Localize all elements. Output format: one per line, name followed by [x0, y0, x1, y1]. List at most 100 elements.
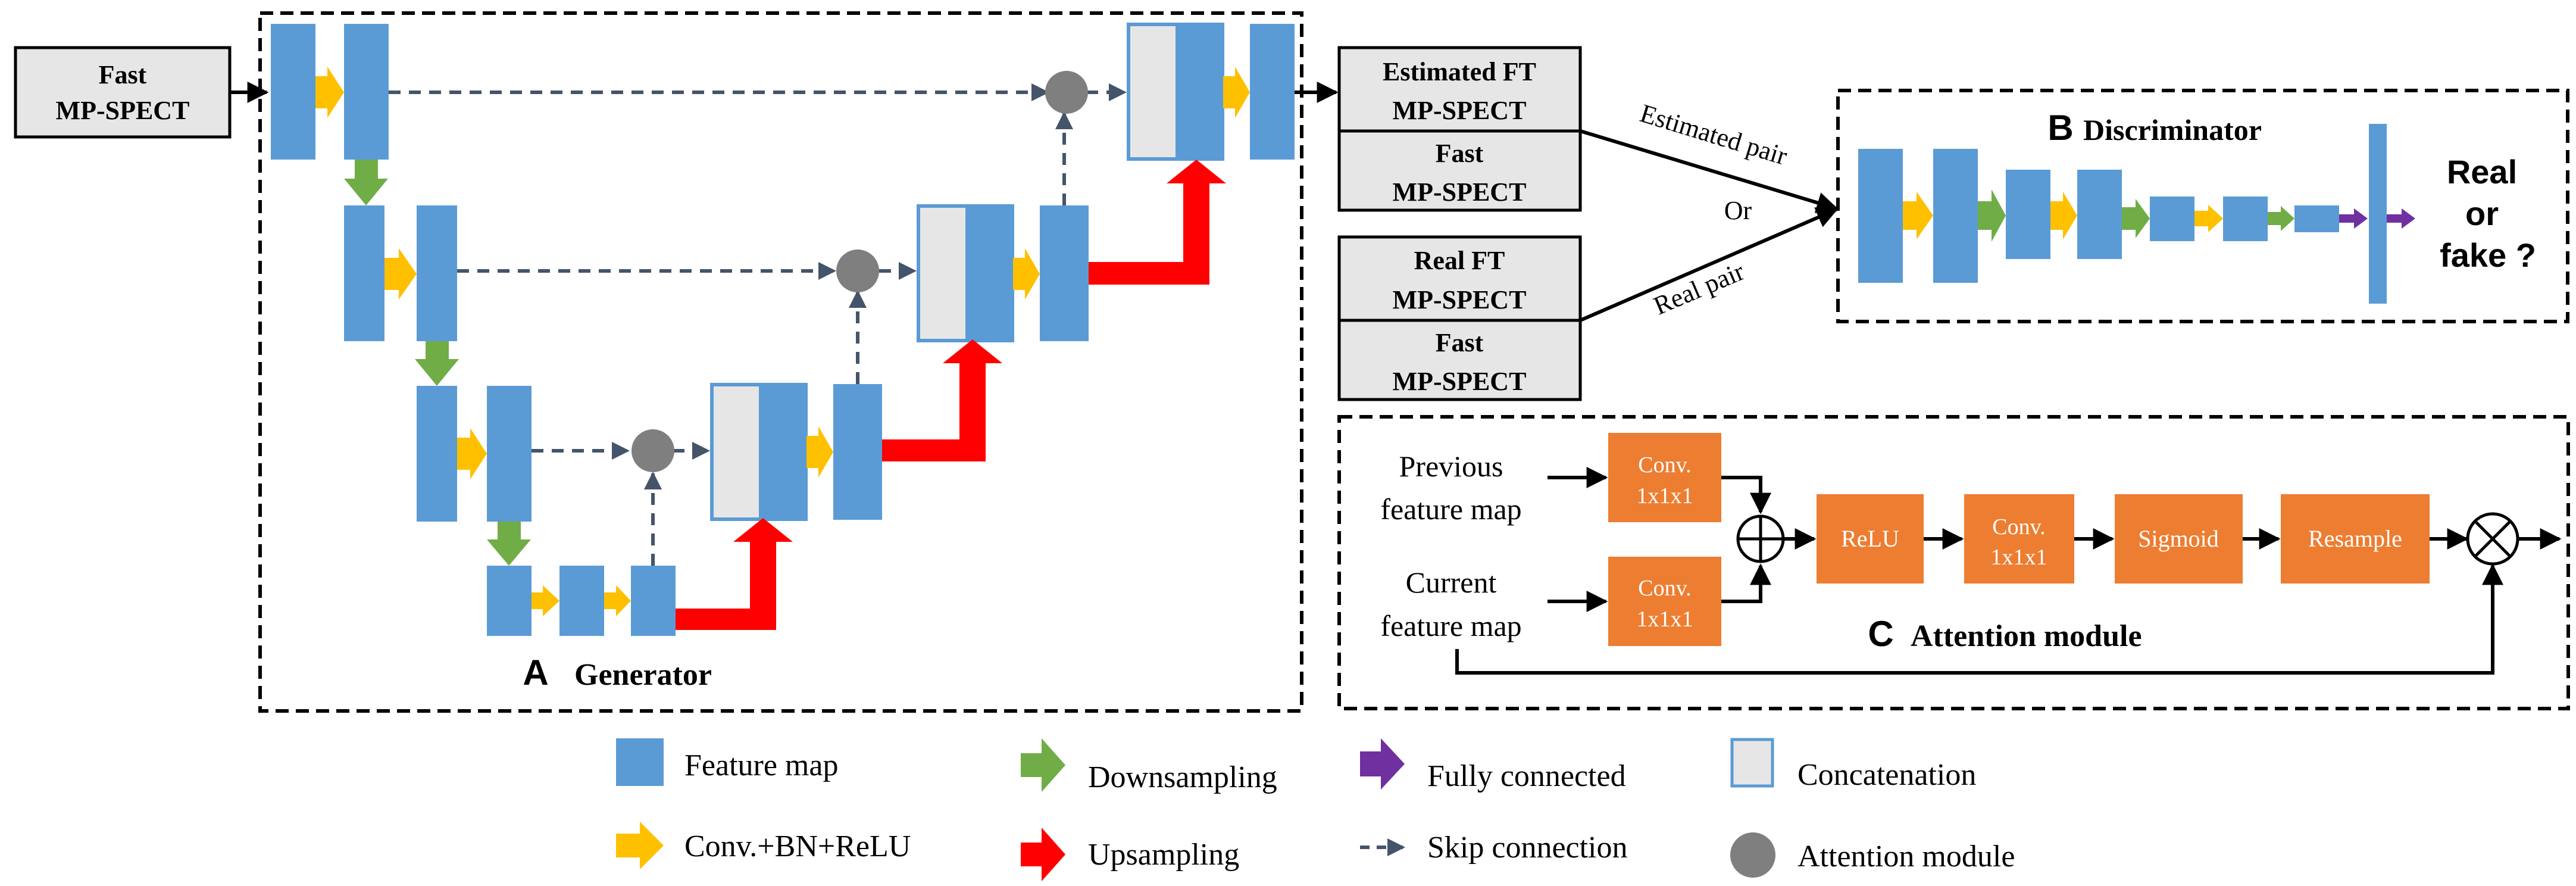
input-box — [14, 46, 232, 139]
gen-concat-u2-gray — [920, 208, 965, 339]
attention-conv-mid-line1: Conv. — [1992, 514, 2045, 539]
gen-fm-u2b — [1040, 205, 1089, 341]
attention-gate-2 — [836, 249, 879, 292]
gen-conv-arrow-7 — [1013, 248, 1040, 300]
gen-fm-u1b — [1250, 24, 1295, 160]
gen-up-arrow-1 — [676, 518, 793, 630]
discriminator-output-line1: Real — [2447, 153, 2517, 191]
attention-gate-1 — [1045, 71, 1088, 114]
disc-down-arrow-2 — [2122, 199, 2150, 238]
generator-attention-to-concat — [673, 83, 1127, 460]
legend-downsampling-swatch — [1021, 738, 1065, 792]
discriminator-feature-maps — [1858, 124, 2387, 304]
gen-fm-l4b — [559, 566, 604, 636]
disc-fc-arrow-2 — [2387, 208, 2415, 229]
gen-fm-l3a — [417, 386, 457, 522]
discriminator-output-line3: fake ? — [2440, 236, 2536, 274]
gen-fm-l1b — [344, 24, 389, 160]
attention-connectors — [1455, 467, 2562, 675]
multiply-node — [2466, 512, 2519, 566]
disc-down-arrow-3 — [2268, 206, 2294, 231]
legend-downsampling-label: Downsampling — [1088, 760, 1277, 794]
gen-up-arrow-2 — [882, 339, 1002, 461]
estimated-bottom-line2: MP-SPECT — [1393, 177, 1527, 207]
attention-relu-label: ReLU — [1841, 525, 1899, 552]
estimated-pair-group: Estimated FT MP-SPECT Fast MP-SPECT — [1337, 46, 1582, 212]
estimated-top-line2: MP-SPECT — [1393, 96, 1527, 125]
gen-conv-arrow-4 — [532, 585, 559, 616]
discriminator-fc-arrows — [2339, 208, 2415, 229]
gen-conv-arrow-2 — [384, 248, 417, 300]
gen-fm-l2b — [417, 205, 457, 341]
attention-gate-3 — [632, 429, 674, 472]
attention-block-labels: Conv. 1x1x1 Conv. 1x1x1 ReLU Conv. 1x1x1… — [1637, 453, 2402, 632]
estimated-pair-label: Estimated pair — [1637, 98, 1791, 171]
attention-conv-top — [1608, 433, 1721, 522]
generator-attention-gates — [632, 71, 1088, 472]
generator-skip-connections — [389, 83, 1073, 566]
attention-letter: C — [1868, 614, 1893, 654]
legend-attention-swatch — [1730, 832, 1775, 878]
conv-top-to-sum — [1721, 476, 1771, 514]
disc-down-arrow-1 — [1978, 189, 2006, 242]
previous-feature-map-line1: Previous — [1399, 450, 1503, 483]
gen-concat-u1-gray — [1130, 26, 1176, 157]
legend-fully-connected-label: Fully connected — [1427, 759, 1626, 793]
disc-fm-4 — [2077, 170, 2122, 259]
input-label-line1: Fast — [99, 60, 147, 89]
legend-skip-label: Skip connection — [1427, 831, 1628, 865]
generator-letter: A — [523, 653, 548, 692]
gen-up-arrow-3 — [1089, 160, 1226, 285]
disc-fm-2 — [1933, 149, 1978, 283]
generator-panel — [258, 11, 1303, 713]
gen-fm-l1a — [271, 24, 315, 160]
gen-fm-l4a — [487, 566, 532, 636]
estimated-bottom-line1: Fast — [1436, 139, 1484, 168]
attention-relu-block — [1817, 494, 1924, 584]
estimated-pair-top-box — [1337, 46, 1582, 133]
attention-sigmoid-label: Sigmoid — [2138, 525, 2219, 552]
gen-conv-arrow-8 — [1223, 67, 1250, 118]
legend: Feature map Conv.+BN+ReLU Downsampling U… — [616, 738, 2015, 881]
gen-conv-arrow-3 — [457, 428, 487, 479]
attention-resample-label: Resample — [2308, 525, 2402, 552]
legend-feature-map-swatch — [616, 738, 664, 786]
real-pair-bottom-box — [1337, 319, 1582, 401]
current-feature-map-line2: feature map — [1380, 609, 1521, 642]
gen-fm-l2a — [344, 205, 384, 341]
disc-fm-5 — [2150, 196, 2194, 241]
real-top-line2: MP-SPECT — [1393, 285, 1527, 314]
generator-conv-arrows — [315, 67, 1250, 616]
input-label-line2: MP-SPECT — [56, 96, 190, 125]
disc-conv-arrow-1 — [1903, 192, 1933, 239]
current-bypass — [1455, 563, 2503, 675]
legend-upsampling-swatch — [1021, 828, 1065, 881]
attention-conv-top-line2: 1x1x1 — [1637, 483, 1693, 508]
discriminator-letter: B — [2047, 108, 2073, 148]
attention-conv-mid-line2: 1x1x1 — [1991, 545, 2047, 570]
gen-down-arrow-2 — [415, 341, 459, 386]
generator-title: Generator — [574, 658, 712, 692]
real-bottom-line2: MP-SPECT — [1393, 367, 1527, 396]
generator-feature-maps — [271, 24, 1295, 636]
gen-conv-arrow-1 — [315, 67, 344, 118]
legend-upsampling-label: Upsampling — [1088, 838, 1239, 872]
attention-conv-bottom — [1608, 557, 1721, 646]
generator-downsampling-arrows — [344, 160, 531, 566]
discriminator-downsampling-arrows — [1978, 189, 2294, 242]
disc-fc-arrow-1 — [2339, 208, 2368, 229]
legend-concatenation-swatch — [1730, 738, 1774, 788]
attention-conv-top-line1: Conv. — [1638, 453, 1691, 478]
gen-fm-u3b — [833, 384, 882, 520]
generator-upsampling-arrows — [676, 160, 1226, 630]
disc-fc-bar — [2369, 124, 2387, 304]
estimated-pair-arrow — [1580, 129, 1839, 213]
disc-conv-arrow-3 — [2194, 205, 2223, 232]
attention-conv-bottom-line2: 1x1x1 — [1637, 607, 1693, 632]
attention-conv-bottom-line1: Conv. — [1638, 576, 1691, 601]
gen-conv-arrow-6 — [806, 426, 833, 478]
gen-fm-l4c — [631, 566, 676, 636]
legend-attention-label: Attention module — [1797, 840, 2015, 873]
gen-down-arrow-3 — [487, 522, 531, 566]
